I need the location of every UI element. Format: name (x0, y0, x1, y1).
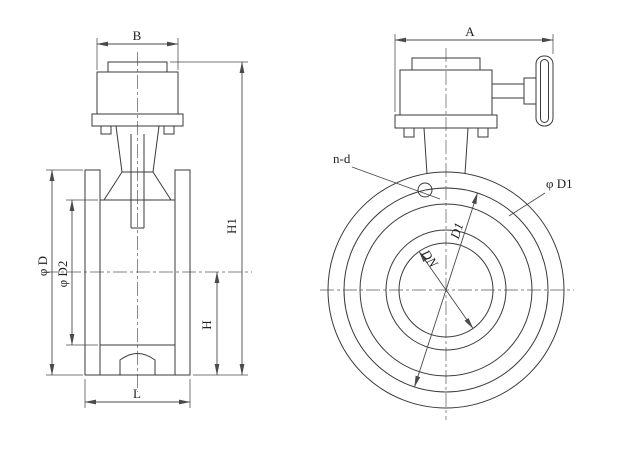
neck-line (423, 127, 428, 175)
pipe-flange-right (174, 169, 191, 376)
dim-label-b: B (133, 28, 142, 43)
dim-label-l: L (133, 386, 141, 401)
side-view: B H1 H L φ D φ D2 (35, 28, 252, 408)
body-outer-circle (327, 171, 565, 409)
body-flare-line (103, 171, 123, 201)
handwheel-assembly (492, 55, 554, 127)
body-flare-line (152, 171, 172, 201)
side-view-centerlines (44, 52, 252, 392)
side-view-valve-body (84, 125, 191, 376)
neck-line (464, 127, 469, 175)
dim-label-d1: D1 (447, 221, 466, 242)
dim-label-h1: H1 (224, 218, 239, 234)
flange-circle (343, 187, 549, 393)
dim-label-phi-d1: φ D1 (546, 176, 573, 191)
actuator-mounting-flange (394, 114, 498, 129)
side-view-dimensions: B H1 H L φ D φ D2 (35, 28, 248, 408)
bottom-cover (119, 353, 156, 375)
neck-line (152, 125, 160, 173)
flange-bolt-right (163, 125, 175, 135)
pipe-flange-left (84, 169, 101, 376)
bolt-note-label: n-d (333, 151, 351, 166)
dimension-line-dn (418, 251, 474, 329)
dim-label-phi-d: φ D (35, 256, 50, 276)
flange-bolt-right (477, 127, 489, 138)
dim-label-phi-d2: φ D2 (55, 261, 70, 288)
flange-bolt-left (403, 127, 415, 138)
flange-bolt-left (100, 125, 112, 135)
phi-d1-leader (508, 192, 546, 217)
neck-line (115, 125, 123, 173)
dim-label-a: A (465, 24, 475, 39)
front-view-dimensions: A n-d φ D1 D1 DN (333, 24, 573, 388)
front-view-actuator (394, 57, 498, 175)
handwheel-rim-inner (540, 59, 549, 123)
shaft-coupling (523, 77, 537, 105)
side-view-actuator (91, 61, 184, 135)
handwheel-rim (535, 55, 554, 127)
front-view: A n-d φ D1 D1 DN (320, 24, 574, 420)
dim-label-h: H (199, 320, 214, 329)
actuator-mounting-flange (91, 113, 184, 127)
